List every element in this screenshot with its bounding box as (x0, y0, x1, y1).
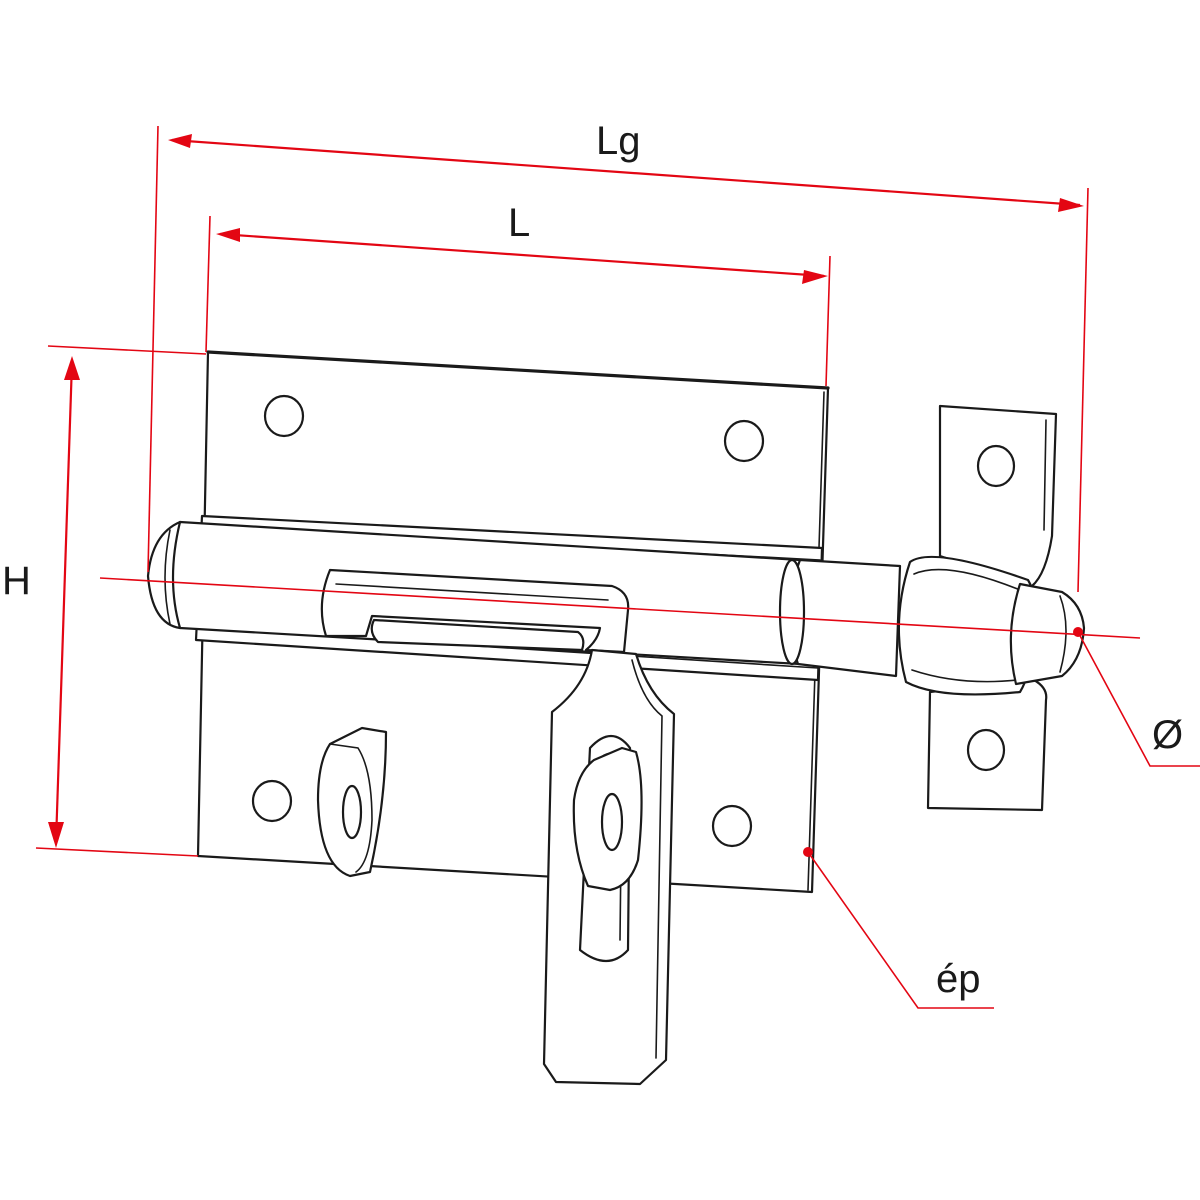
label-h: H (2, 559, 31, 603)
label-lg: Lg (596, 119, 641, 163)
label-diameter: Ø (1152, 713, 1183, 757)
keeper-hole-top (976, 444, 1016, 488)
label-l: L (508, 201, 530, 245)
dimension-lines (35, 125, 1200, 1009)
screw-hole-bottom-left (251, 779, 293, 823)
keeper-hole-bottom (966, 728, 1006, 772)
bolt-rod (146, 520, 902, 678)
thickness-leader (803, 847, 994, 1009)
label-thickness: ép (936, 957, 981, 1001)
dimension-labels: Lg L H Ø ép (2, 119, 1183, 1001)
l-dimension-line (216, 228, 828, 284)
diameter-leader (1073, 627, 1200, 767)
bolt-centerline (99, 577, 1141, 639)
lg-dimension-line (168, 134, 1084, 212)
keeper-staple (897, 404, 1086, 812)
padlock-lug-left (316, 726, 388, 878)
screw-hole-top-right (723, 419, 765, 463)
plate-screw-holes (251, 394, 765, 848)
screw-hole-top-left (263, 394, 305, 438)
padlock-lug-center (572, 746, 643, 892)
screw-hole-bottom-right (711, 804, 753, 848)
h-dimension-line (48, 356, 80, 848)
